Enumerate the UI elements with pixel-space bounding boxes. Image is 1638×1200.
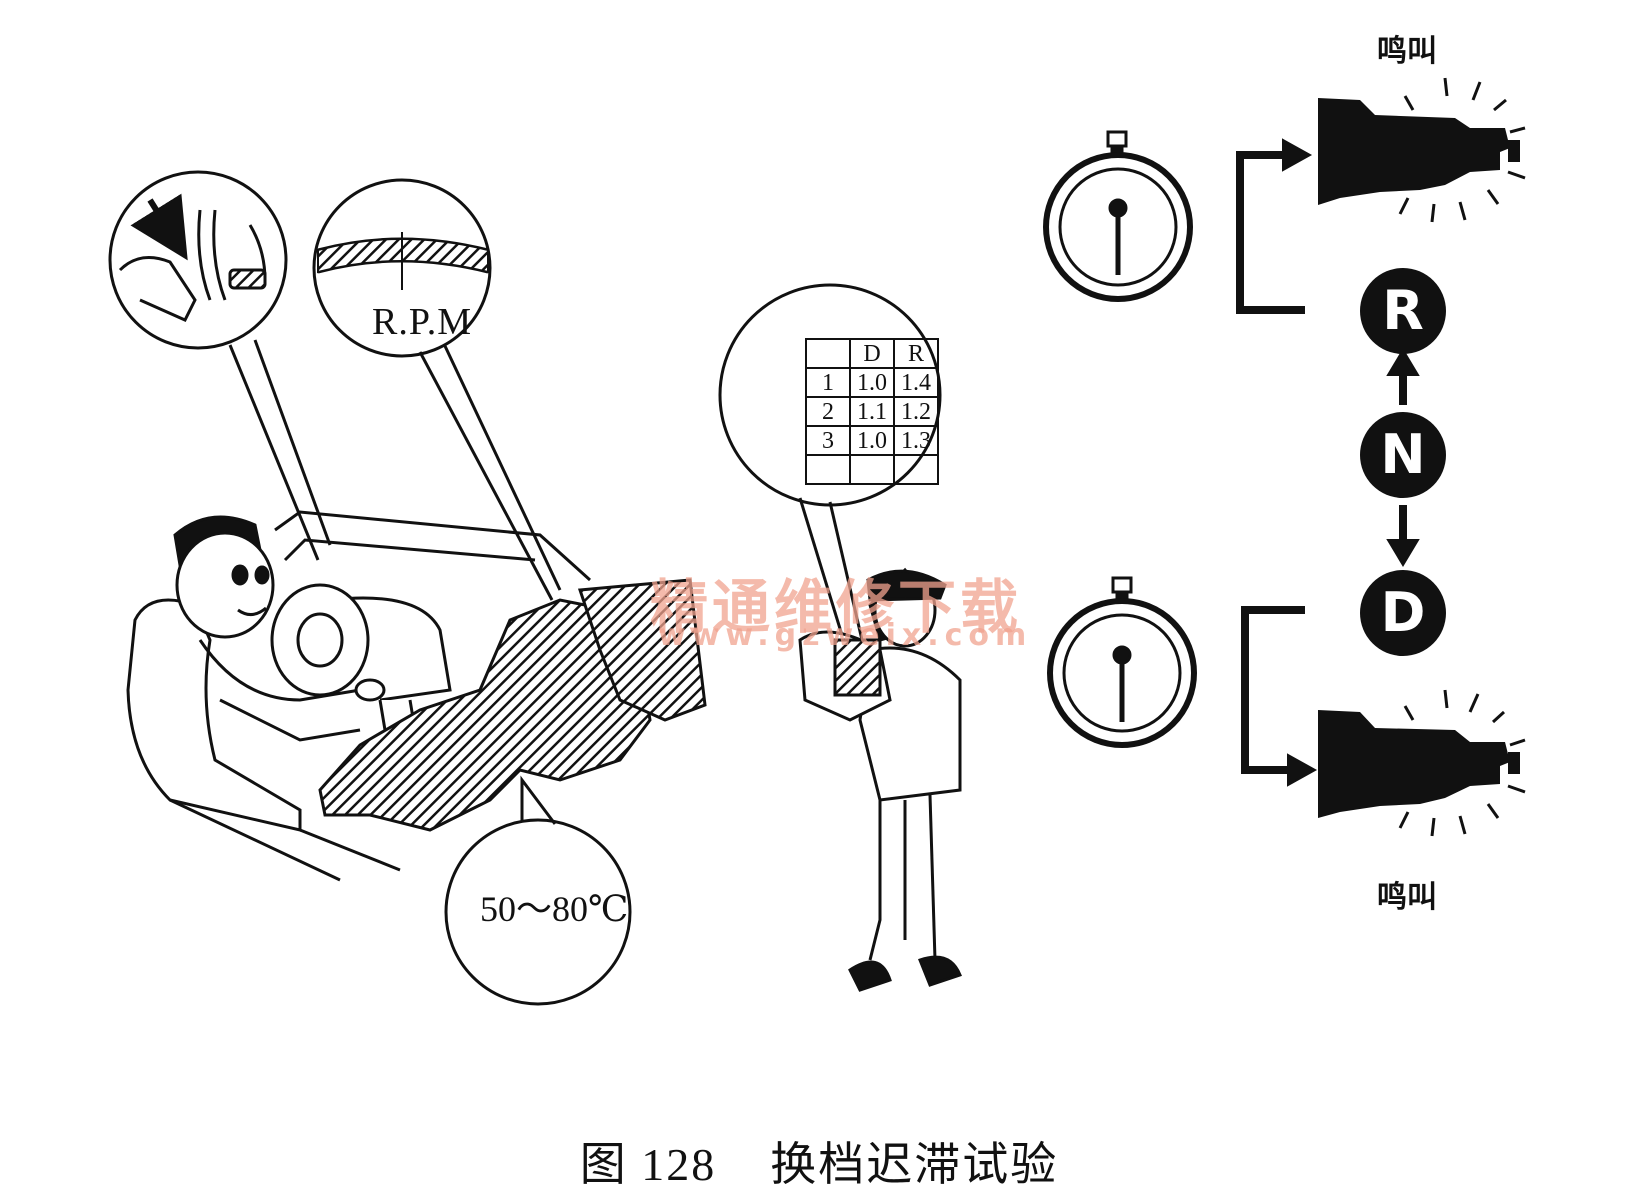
gear-n-badge: N [1360, 412, 1446, 498]
table-row [805, 454, 939, 485]
figure-caption: 图 128 换档迟滞试验 [579, 1139, 1059, 1190]
table-cell: 3 [805, 425, 851, 456]
table-row: 2 1.1 1.2 [805, 396, 939, 427]
table-header-row: D R [805, 338, 939, 369]
table-cell: 1.3 [893, 425, 939, 456]
pedal-callout [108, 170, 332, 561]
watermark-url: www.gzweix.com [658, 618, 1033, 653]
engine-hatched [318, 598, 652, 832]
table-cell: 1 [805, 367, 851, 398]
dashboard [329, 596, 452, 702]
gear-d-badge: D [1360, 570, 1446, 656]
noise-label-top: 鸣叫 [1377, 34, 1437, 69]
table-cell: 1.0 [849, 425, 895, 456]
gear-r-badge: R [1360, 268, 1446, 354]
steering-wheel [270, 583, 370, 697]
table-row: 3 1.0 1.3 [805, 425, 939, 456]
windshield [274, 510, 592, 582]
table-cell: 2 [805, 396, 851, 427]
driver [173, 515, 386, 742]
radiator-hatched [577, 578, 707, 722]
table-header-cell [805, 338, 851, 369]
stopwatch-bottom [1047, 576, 1197, 748]
lag-time-table: D R 1 1.0 1.4 2 1.1 1.2 3 1.0 1.3 [805, 338, 939, 485]
stopwatch-top [1043, 130, 1193, 302]
table-header-cell: R [893, 338, 939, 369]
table-cell [805, 454, 851, 485]
bracket-bottom [1241, 606, 1318, 787]
table-header-cell: D [849, 338, 895, 369]
tachometer-callout [312, 178, 562, 601]
transmission-bottom [1318, 689, 1526, 837]
table-cell: 1.4 [893, 367, 939, 398]
car-seat [126, 598, 302, 832]
transmission-top [1318, 77, 1526, 223]
bracket-top [1236, 138, 1313, 314]
temperature-label: 50～80℃ [480, 889, 629, 929]
gear-arrows [1386, 348, 1420, 567]
table-cell [849, 454, 895, 485]
table-cell: 1.0 [849, 367, 895, 398]
table-cell [893, 454, 939, 485]
rpm-label: R.P.M [372, 301, 473, 343]
table-cell: 1.1 [849, 396, 895, 427]
noise-label-bottom: 鸣叫 [1377, 880, 1437, 915]
table-row: 1 1.0 1.4 [805, 367, 939, 398]
temperature-callout [444, 775, 632, 1006]
down-arrow-icon [130, 193, 188, 261]
table-cell: 1.2 [893, 396, 939, 427]
watermark-text: 精通维修下载 [650, 573, 1023, 641]
